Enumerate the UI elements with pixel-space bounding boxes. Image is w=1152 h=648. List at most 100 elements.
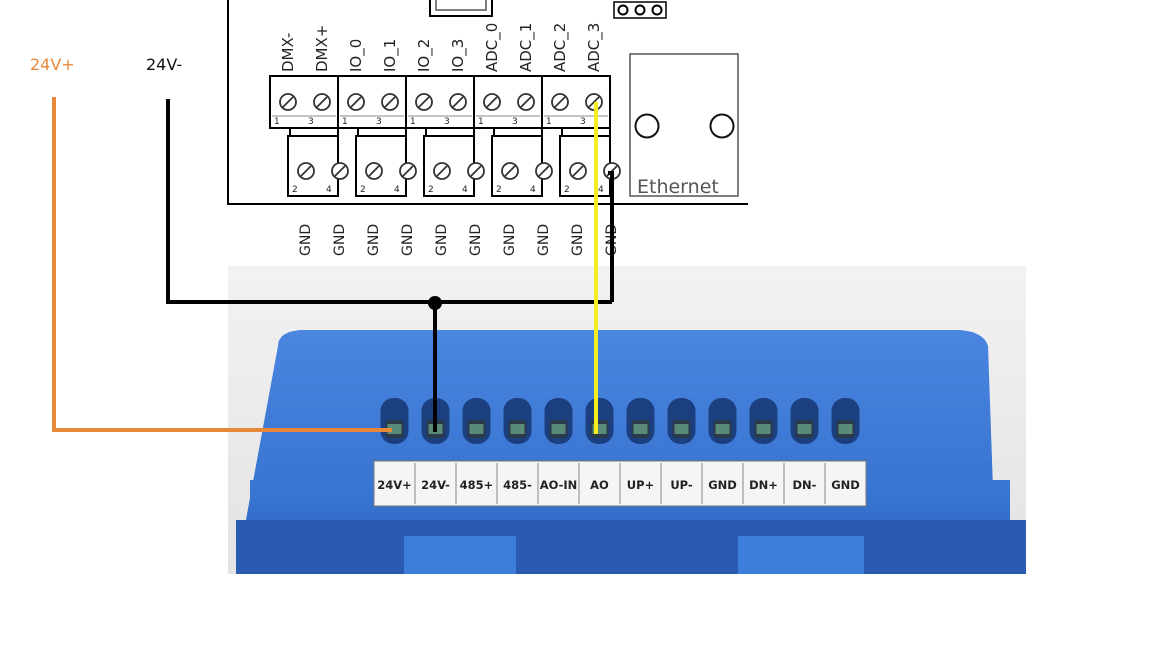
- terminal-contact: [592, 424, 607, 434]
- terminal-block-lower: [491, 135, 543, 197]
- screw-slot: [436, 165, 448, 177]
- board-outline: [227, 0, 748, 205]
- ethernet-jack: Ethernet: [629, 53, 739, 198]
- terminal-contact: [797, 424, 812, 434]
- terminal-number: 3: [308, 117, 314, 127]
- top-pin-label: IO_0: [347, 39, 366, 72]
- terminal-number: 4: [462, 185, 468, 195]
- terminal-number: 4: [530, 185, 536, 195]
- terminal-number: 1: [546, 117, 552, 127]
- terminal-number: 1: [342, 117, 348, 127]
- module-rail-shadow: [236, 520, 1026, 574]
- neg-wire: [166, 99, 612, 304]
- screw-slot: [470, 165, 482, 177]
- top-pin-label: IO_3: [449, 39, 468, 72]
- terminal-block-step: [289, 127, 339, 137]
- terminal-label: GND: [831, 478, 860, 492]
- terminal-contact: [469, 424, 484, 434]
- gnd-wire: [608, 171, 614, 302]
- screw-slot: [486, 96, 498, 108]
- gnd-pin-label: GND: [366, 224, 382, 256]
- screw-slot: [300, 165, 312, 177]
- screw-slot: [554, 96, 566, 108]
- terminal-contact: [756, 424, 771, 434]
- top-pin-label: DMX+: [313, 25, 331, 72]
- terminal-block: 1 3 2 4: [541, 75, 621, 197]
- top-pin-label: ADC_2: [551, 23, 570, 72]
- gnd-pin-label: GND: [502, 224, 518, 256]
- terminal-number: 2: [428, 185, 434, 195]
- terminal-label: AO: [590, 478, 609, 492]
- terminal-number: 3: [376, 117, 382, 127]
- screw-slot: [368, 165, 380, 177]
- terminal-number: 2: [564, 185, 570, 195]
- screw-slot: [402, 165, 414, 177]
- screw-slot: [384, 96, 396, 108]
- gnd-pin-label: GND: [468, 224, 484, 256]
- top-pin-label: ADC_0: [483, 23, 502, 72]
- neg-wire-label: 24V-: [146, 55, 182, 74]
- din-clip-right: [738, 536, 864, 574]
- screw-slot: [520, 96, 532, 108]
- screw-slot: [538, 165, 550, 177]
- terminal-label: AO-IN: [540, 478, 578, 492]
- terminal-label: 24V+: [377, 478, 412, 492]
- header-pin: [617, 4, 629, 16]
- ethernet-mount-hole: [634, 113, 660, 139]
- gnd-pin-label: GND: [536, 224, 552, 256]
- terminal-label: DN-: [793, 478, 817, 492]
- ethernet-label: Ethernet: [637, 176, 719, 198]
- pos-wire-label: 24V+: [30, 55, 75, 74]
- board-component-inner: [435, 0, 487, 11]
- terminal-block-step: [425, 127, 475, 137]
- top-pin-label: DMX-: [279, 33, 297, 72]
- terminal-contact: [510, 424, 525, 434]
- terminal-number: 1: [478, 117, 484, 127]
- terminal-contact: [387, 424, 402, 434]
- gnd-pin-label: GND: [400, 224, 416, 256]
- top-pin-label: IO_2: [415, 39, 434, 72]
- screw-slot: [504, 165, 516, 177]
- terminal-label: 485+: [460, 478, 494, 492]
- terminal-contact: [674, 424, 689, 434]
- screw-slot: [334, 165, 346, 177]
- terminal-label: DN+: [749, 478, 778, 492]
- terminal-number: 4: [598, 185, 604, 195]
- terminal-label: UP-: [670, 478, 693, 492]
- terminal-number: 1: [410, 117, 416, 127]
- terminal-number: 2: [496, 185, 502, 195]
- gnd-pin-label: GND: [434, 224, 450, 256]
- terminal-block-step: [357, 127, 407, 137]
- terminal-number: 3: [512, 117, 518, 127]
- pos-wire: [52, 97, 392, 432]
- screw-slot: [452, 96, 464, 108]
- top-pin-label: ADC_3: [585, 23, 604, 72]
- screw-slot: [282, 96, 294, 108]
- pin-header-outline: [613, 1, 667, 19]
- terminal-holes: [380, 398, 860, 444]
- terminal-number: 4: [394, 185, 400, 195]
- terminal-contact: [838, 424, 853, 434]
- top-pin-label: IO_1: [381, 39, 400, 72]
- gnd-pin-label: GND: [298, 224, 314, 256]
- terminal-label: 485-: [503, 478, 532, 492]
- screw-slot: [418, 96, 430, 108]
- terminal-contact: [551, 424, 566, 434]
- terminal-block: 1 3 2 4: [473, 75, 553, 197]
- terminal-block-step: [561, 127, 611, 137]
- terminal-number: 3: [580, 117, 586, 127]
- board-component: [429, 0, 493, 17]
- terminal-number: 1: [274, 117, 280, 127]
- ethernet-mount-hole: [709, 113, 735, 139]
- gnd-pin-label: GND: [570, 224, 586, 256]
